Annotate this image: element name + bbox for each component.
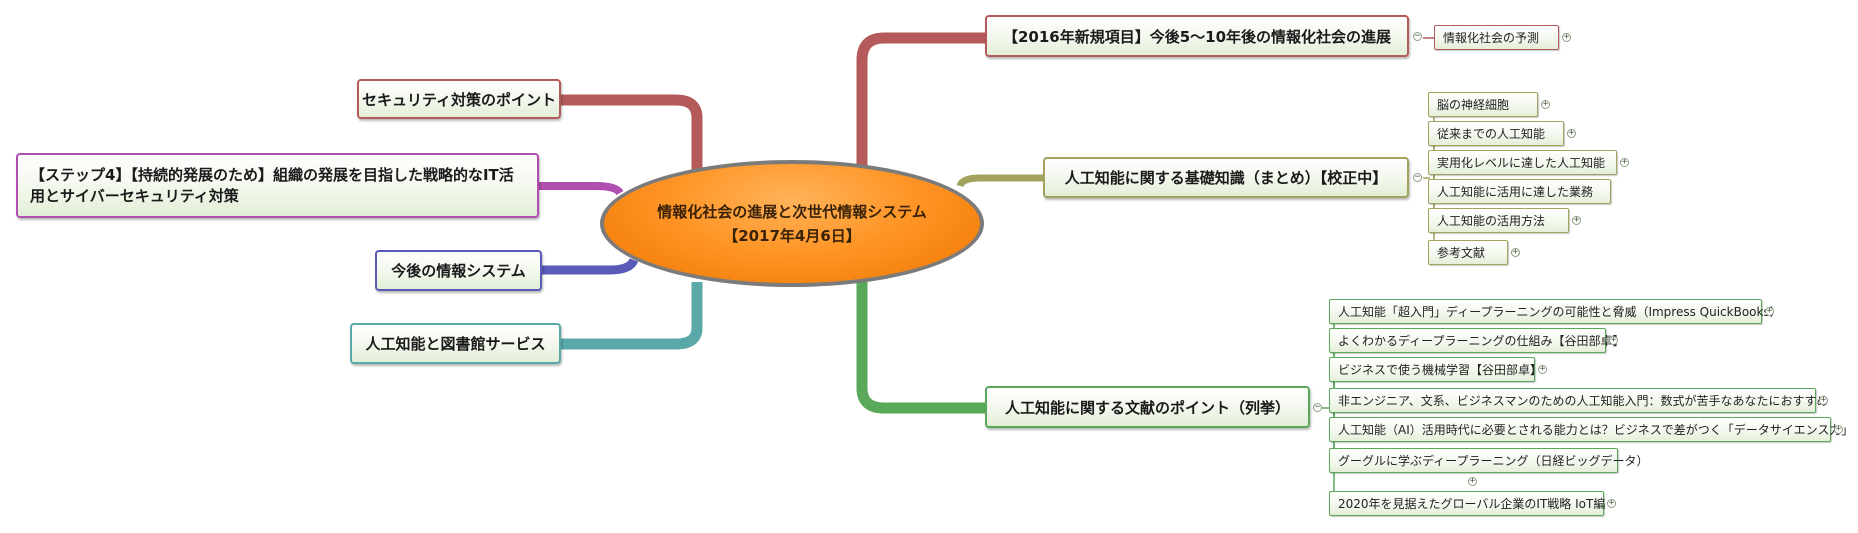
subtopic-label: 参考文献 bbox=[1437, 246, 1486, 260]
subtopic-label: 人工知能の活用方法 bbox=[1437, 214, 1546, 228]
topic-information-society-progress[interactable]: 【2016年新規項目】今後5〜10年後の情報化社会の進展 bbox=[985, 15, 1409, 57]
central-topic[interactable]: 情報化社会の進展と次世代情報システム 【2017年4月6日】 bbox=[600, 160, 984, 287]
branch-connector bbox=[560, 94, 703, 170]
expand-toggle-icon[interactable]: + bbox=[1541, 99, 1550, 109]
expand-toggle-icon[interactable]: + bbox=[1567, 128, 1576, 138]
expand-toggle-icon[interactable]: + bbox=[1609, 335, 1618, 345]
expand-toggle-icon[interactable]: + bbox=[1468, 476, 1477, 486]
topic-label: 【ステップ4】【持続的発展のため】組織の発展を目指した戦略的なIT活用とサイバー… bbox=[30, 165, 514, 205]
topic-ai-literature-points[interactable]: 人工知能に関する文献のポイント（列挙） bbox=[985, 386, 1310, 428]
branch-connector bbox=[856, 32, 986, 170]
subtopic-business-machine-learning[interactable]: ビジネスで使う機械学習【谷田部卓】 bbox=[1329, 357, 1542, 382]
collapse-toggle-icon[interactable]: − bbox=[1313, 402, 1322, 412]
subtopic-label: 人工知能に活用に達した業務 bbox=[1437, 185, 1594, 199]
expand-toggle-icon[interactable]: + bbox=[1620, 157, 1629, 167]
subtopic-label: 実用化レベルに達した人工知能 bbox=[1437, 156, 1606, 170]
subtopic-label: 2020年を見据えたグローバル企業のIT戦略 IoT編 bbox=[1338, 497, 1606, 511]
subtopic-deep-learning-mechanism[interactable]: よくわかるディープラーニングの仕組み【谷田部卓】 bbox=[1329, 328, 1624, 353]
collapse-toggle-icon[interactable]: − bbox=[1413, 172, 1422, 182]
expand-toggle-icon[interactable]: + bbox=[1511, 247, 1520, 257]
topic-label: 今後の情報システム bbox=[391, 262, 526, 280]
expand-toggle-icon[interactable]: + bbox=[1834, 424, 1843, 434]
subtopic-label: 人工知能「超入門」ディープラーニングの可能性と脅威（Impress QuickB… bbox=[1338, 305, 1782, 319]
subtopic-information-society-forecast[interactable]: 情報化社会の予測 bbox=[1434, 25, 1559, 50]
subtopic-ai-suitable-tasks[interactable]: 人工知能に活用に達した業務 bbox=[1428, 179, 1611, 204]
central-topic-title: 情報化社会の進展と次世代情報システム bbox=[657, 202, 927, 221]
subtopic-global-it-strategy-iot[interactable]: 2020年を見据えたグローバル企業のIT戦略 IoT編 bbox=[1329, 491, 1606, 516]
expand-toggle-icon[interactable]: + bbox=[1765, 306, 1774, 316]
subtopic-ai-intro-deep-learning[interactable]: 人工知能「超入門」ディープラーニングの可能性と脅威（Impress QuickB… bbox=[1329, 299, 1782, 324]
subtopic-references[interactable]: 参考文献 bbox=[1428, 240, 1508, 265]
topic-label: 人工知能と図書館サービス bbox=[365, 335, 546, 353]
collapse-toggle-icon[interactable]: − bbox=[1413, 31, 1422, 41]
topic-label: 【2016年新規項目】今後5〜10年後の情報化社会の進展 bbox=[1002, 27, 1392, 46]
subtopic-label: 非エンジニア、文系、ビジネスマンのための人工知能入門：数式が苦手なあなたにおすす… bbox=[1338, 394, 1829, 408]
expand-toggle-icon[interactable]: + bbox=[1607, 498, 1616, 508]
subtopic-label: グーグルに学ぶディープラーニング（日経ビッグデータ） bbox=[1338, 454, 1649, 468]
subtopic-ai-intro-non-engineers[interactable]: 非エンジニア、文系、ビジネスマンのための人工知能入門：数式が苦手なあなたにおすす… bbox=[1329, 388, 1828, 413]
topic-step4-strategic-it[interactable]: 【ステップ4】【持続的発展のため】組織の発展を目指した戦略的なIT活用とサイバー… bbox=[16, 153, 539, 218]
topic-label: セキュリティ対策のポイント bbox=[361, 90, 557, 109]
branch-connector bbox=[956, 174, 1044, 188]
topic-ai-fundamentals[interactable]: 人工知能に関する基礎知識（まとめ）【校正中】 bbox=[1043, 157, 1409, 198]
branch-connector bbox=[856, 280, 986, 414]
expand-toggle-icon[interactable]: + bbox=[1819, 395, 1828, 405]
subtopic-ai-usage-methods[interactable]: 人工知能の活用方法 bbox=[1428, 208, 1569, 233]
subtopic-label: ビジネスで使う機械学習【谷田部卓】 bbox=[1338, 363, 1543, 377]
branch-connector bbox=[560, 282, 703, 350]
branch-connector bbox=[541, 257, 639, 275]
subtopic-label: 人工知能（AI）活用時代に必要とされる能力とは？ビジネスで差がつく「データサイエ… bbox=[1338, 423, 1854, 437]
topic-label: 人工知能に関する基礎知識（まとめ）【校正中】 bbox=[1064, 169, 1388, 187]
subtopic-google-deep-learning[interactable]: グーグルに学ぶディープラーニング（日経ビッグデータ） bbox=[1329, 448, 1648, 473]
subtopic-label: 情報化社会の予測 bbox=[1443, 31, 1540, 45]
topic-future-information-systems[interactable]: 今後の情報システム bbox=[375, 250, 542, 291]
expand-toggle-icon[interactable]: + bbox=[1572, 215, 1581, 225]
topic-label: 人工知能に関する文献のポイント（列挙） bbox=[1004, 398, 1290, 417]
subtopic-label: 脳の神経細胞 bbox=[1437, 98, 1510, 112]
subtopic-data-science-skills[interactable]: 人工知能（AI）活用時代に必要とされる能力とは？ビジネスで差がつく「データサイエ… bbox=[1329, 417, 1853, 442]
subtopic-practical-ai[interactable]: 実用化レベルに達した人工知能 bbox=[1428, 150, 1617, 175]
subtopic-conventional-ai[interactable]: 従来までの人工知能 bbox=[1428, 121, 1564, 146]
topic-security-measures[interactable]: セキュリティ対策のポイント bbox=[357, 79, 561, 119]
topic-ai-library-services[interactable]: 人工知能と図書館サービス bbox=[350, 323, 561, 364]
subtopic-label: よくわかるディープラーニングの仕組み【谷田部卓】 bbox=[1338, 334, 1625, 348]
branch-connector bbox=[538, 182, 624, 196]
expand-toggle-icon[interactable]: + bbox=[1538, 364, 1547, 374]
subtopic-label: 従来までの人工知能 bbox=[1437, 127, 1546, 141]
expand-toggle-icon[interactable]: + bbox=[1562, 32, 1571, 42]
subtopic-brain-neurons[interactable]: 脳の神経細胞 bbox=[1428, 92, 1538, 117]
central-topic-date: 【2017年4月6日】 bbox=[723, 226, 861, 245]
